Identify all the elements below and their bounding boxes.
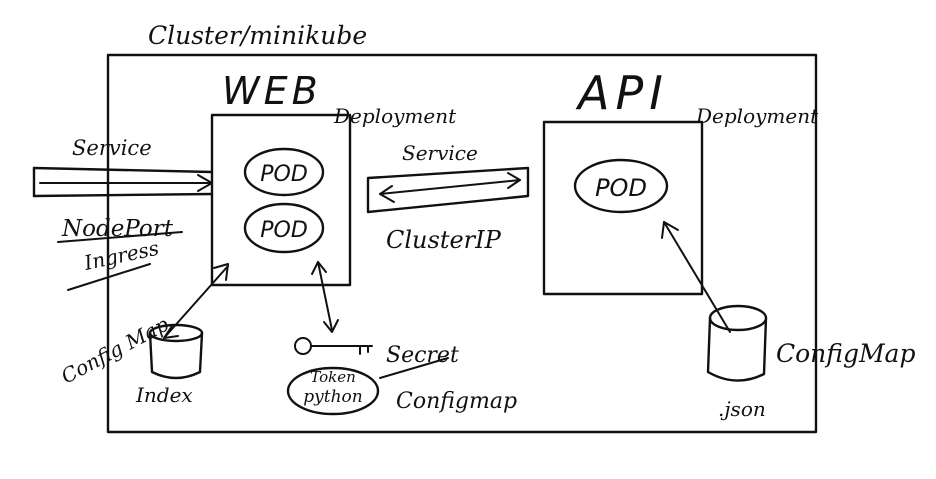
secret-link-head-top: [311, 261, 327, 275]
web-title: WEB: [222, 69, 322, 113]
ingress-service-bottom-edge: [32, 192, 214, 198]
ingress-service-top-edge: [32, 166, 214, 174]
secret-configmap-label: Configmap: [396, 389, 517, 414]
ingress-service-label: Service: [72, 136, 152, 160]
secret-content-line-2: python: [303, 387, 362, 407]
ingress-arrow: [39, 174, 213, 192]
api-kind-label: Deployment: [695, 104, 819, 128]
secret-label: Secret: [386, 343, 459, 368]
api-configmap: ConfigMap .json: [661, 221, 915, 421]
key-icon: [294, 337, 373, 355]
secret-link: [317, 261, 333, 331]
secret-resource: Token python Secret Configmap: [286, 261, 517, 416]
api-deployment-box: [542, 120, 704, 296]
web-configmap-cylinder: [148, 323, 204, 380]
web-kind-label: Deployment: [333, 104, 457, 128]
ingress-underline: [67, 263, 151, 291]
api-pod-label: POD: [595, 174, 647, 202]
secret-link-head-bottom: [323, 319, 339, 333]
web-configmap-link-head-bottom: [163, 325, 179, 339]
web-pod-2: POD: [243, 202, 325, 254]
cluster-title: Cluster/minikube: [148, 21, 367, 50]
web-configmap-link-head-top: [213, 263, 229, 281]
api-configmap-content: .json: [718, 397, 766, 421]
clusterip-service-label: Service: [402, 141, 478, 165]
secret-content-line-1: Token: [310, 368, 356, 386]
clusterip-arrow-line: [379, 179, 521, 195]
web-pod-2-ring: [243, 202, 325, 254]
ingress-service: Service NodePort Ingress: [32, 136, 214, 291]
web-pod-2-label: POD: [260, 218, 308, 243]
web-deployment-box: [210, 113, 352, 287]
api-configmap-label: ConfigMap: [776, 339, 915, 368]
api-configmap-link: [663, 221, 731, 333]
secret-content-ring: [286, 366, 380, 416]
clusterip-label: ClusterIP: [386, 226, 502, 254]
web-deployment: WEB Deployment POD POD: [210, 69, 457, 287]
clusterip-service-band: [366, 166, 530, 214]
web-configmap-label: Config Map: [57, 312, 173, 389]
cluster-boundary: [106, 53, 818, 434]
web-pod-1: POD: [243, 147, 325, 197]
api-pod-ring: [573, 158, 669, 214]
api-title: API: [575, 66, 669, 120]
clusterip-arrowhead-right: [507, 172, 521, 189]
clusterip-service: Service ClusterIP: [366, 141, 530, 254]
nodeport-underline: [57, 231, 183, 243]
api-configmap-cylinder: [706, 304, 768, 382]
api-configmap-link-head: [661, 221, 679, 239]
web-configmap-content: Index: [135, 383, 193, 407]
clusterip-arrowhead-left: [379, 185, 395, 203]
secret-underline: [379, 357, 449, 379]
api-deployment: API Deployment POD: [542, 66, 819, 296]
web-pod-1-ring: [243, 147, 325, 197]
api-pod: POD: [573, 158, 669, 214]
web-pod-1-label: POD: [260, 162, 308, 187]
